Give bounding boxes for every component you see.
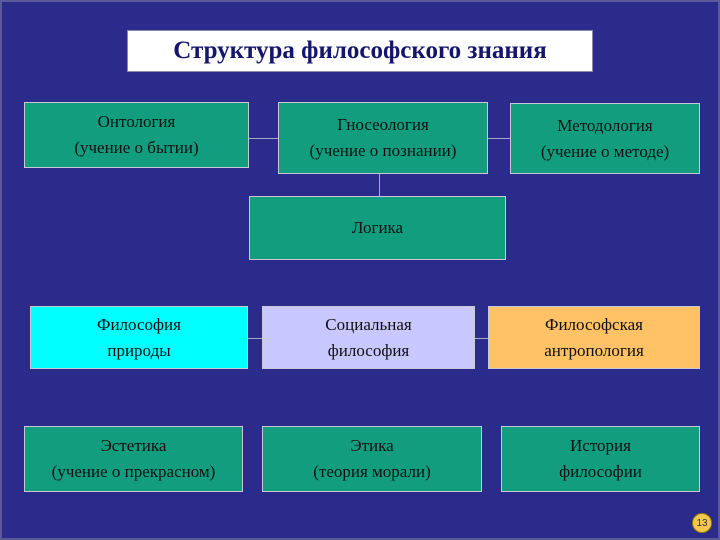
box-philosophical-anthropology-line1: Философская <box>545 314 643 334</box>
box-logic: Логика <box>249 196 506 260</box>
box-methodology-title: Методология <box>557 115 653 135</box>
box-history-philosophy-line1: История <box>570 436 631 455</box>
connector-ontology-gnoseology <box>248 138 278 139</box>
box-nature-philosophy: Философия природы <box>30 306 248 369</box>
box-philosophical-anthropology-line2: антропология <box>544 340 644 360</box>
box-methodology-subtitle: (учение о методе) <box>540 141 670 161</box>
box-gnoseology-title: Гносеология <box>337 115 429 134</box>
page-number-badge: 13 <box>692 513 712 533</box>
box-social-philosophy: Социальная философия <box>262 306 475 369</box>
box-aesthetics-title: Эстетика <box>100 436 167 455</box>
box-logic-title: Логика <box>351 218 404 237</box>
box-ontology: Онтология (учение о бытии) <box>24 102 249 168</box>
box-nature-philosophy-line1: Философия <box>97 314 181 334</box>
box-ontology-title: Онтология <box>97 112 176 131</box>
connector-nature-social <box>248 338 262 339</box>
box-ethics-subtitle: (теория морали) <box>313 462 431 481</box>
slide-title: Структура философского знания <box>127 30 593 72</box>
box-ethics: Этика (теория морали) <box>262 426 482 492</box>
box-aesthetics-subtitle: (учение о прекрасном) <box>51 462 216 481</box>
box-history-philosophy-line2: философии <box>559 462 642 481</box>
box-social-philosophy-line1: Социальная <box>325 314 412 334</box>
box-nature-philosophy-line2: природы <box>107 340 171 360</box>
box-ethics-title: Этика <box>350 436 394 455</box>
connector-social-anthropology <box>475 338 488 339</box>
box-philosophical-anthropology: Философская антропология <box>488 306 700 369</box>
box-gnoseology-subtitle: (учение о познании) <box>309 141 457 160</box>
box-methodology: Методология (учение о методе) <box>510 103 700 174</box>
box-history-philosophy: История философии <box>501 426 700 492</box>
box-ontology-subtitle: (учение о бытии) <box>74 138 199 157</box>
box-social-philosophy-line2: философия <box>327 340 410 360</box>
connector-gnoseology-logic <box>379 174 380 196</box>
connector-gnoseology-methodology <box>488 138 510 139</box>
box-gnoseology: Гносеология (учение о познании) <box>278 102 488 174</box>
box-aesthetics: Эстетика (учение о прекрасном) <box>24 426 243 492</box>
